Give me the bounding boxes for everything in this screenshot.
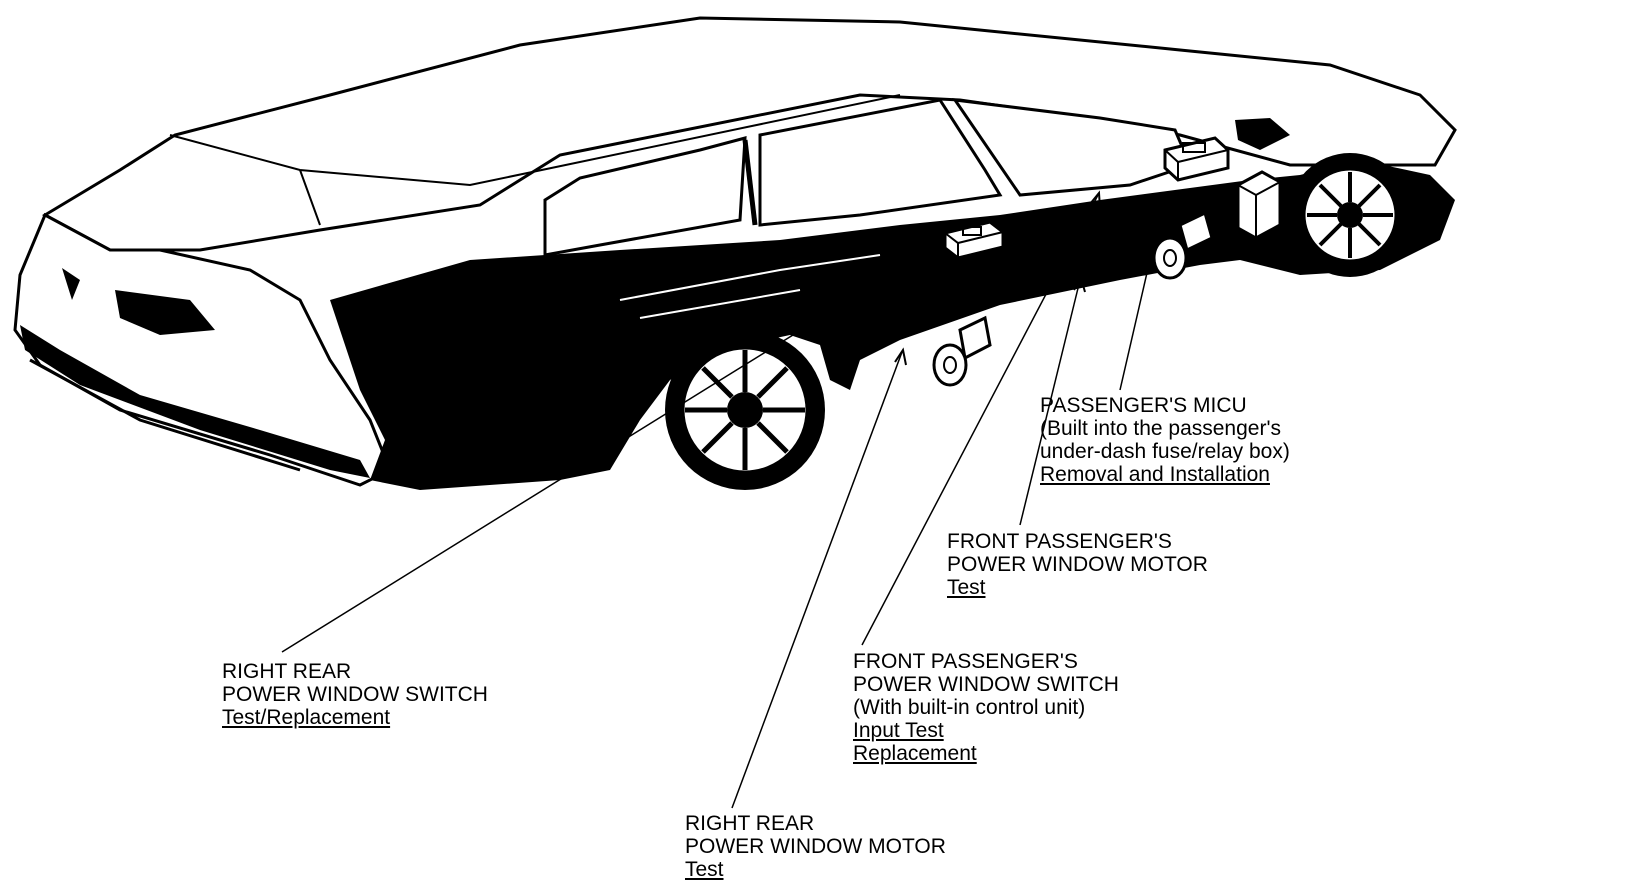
front-passenger-power-window-switch-callout: FRONT PASSENGER'S POWER WINDOW SWITCH (W… bbox=[853, 650, 1119, 765]
right-rear-motor-label-line1: RIGHT REAR bbox=[685, 812, 946, 835]
right-rear-switch-label-line1: RIGHT REAR bbox=[222, 660, 488, 683]
right-rear-power-window-motor-callout: RIGHT REAR POWER WINDOW MOTOR Test bbox=[685, 812, 946, 881]
front-passenger-switch-replacement-link[interactable]: Replacement bbox=[853, 742, 1119, 765]
front-passenger-switch-label-line2: POWER WINDOW SWITCH bbox=[853, 673, 1119, 696]
front-wheel bbox=[1288, 153, 1412, 277]
right-rear-switch-test-replacement-link[interactable]: Test/Replacement bbox=[222, 706, 488, 729]
front-passenger-switch-label-line1: FRONT PASSENGER'S bbox=[853, 650, 1119, 673]
front-passenger-switch-label-line3: (With built-in control unit) bbox=[853, 696, 1119, 719]
window-pillar bbox=[745, 140, 755, 225]
rear-door-window bbox=[760, 100, 1000, 225]
passenger-micu-removal-installation-link[interactable]: Removal and Installation bbox=[1040, 463, 1290, 486]
passenger-micu-description-line1: (Built into the passenger's bbox=[1040, 417, 1290, 440]
right-rear-motor-test-link[interactable]: Test bbox=[685, 858, 946, 881]
passenger-micu-callout: PASSENGER'S MICU (Built into the passeng… bbox=[1040, 394, 1290, 486]
rear-wheel bbox=[665, 330, 825, 490]
right-rear-power-window-switch-callout: RIGHT REAR POWER WINDOW SWITCH Test/Repl… bbox=[222, 660, 488, 729]
front-passenger-power-window-switch-icon bbox=[1238, 172, 1280, 238]
passenger-micu-title: PASSENGER'S MICU bbox=[1040, 394, 1290, 417]
right-rear-power-window-motor-icon bbox=[934, 318, 990, 385]
front-passenger-motor-label-line2: POWER WINDOW MOTOR bbox=[947, 553, 1208, 576]
right-rear-motor-label-line2: POWER WINDOW MOTOR bbox=[685, 835, 946, 858]
front-passenger-motor-label-line1: FRONT PASSENGER'S bbox=[947, 530, 1208, 553]
front-passenger-switch-input-test-link[interactable]: Input Test bbox=[853, 719, 1119, 742]
front-passenger-power-window-motor-callout: FRONT PASSENGER'S POWER WINDOW MOTOR Tes… bbox=[947, 530, 1208, 599]
rear-hatch bbox=[15, 215, 390, 485]
front-passenger-motor-test-link[interactable]: Test bbox=[947, 576, 1208, 599]
rear-quarter-window bbox=[545, 138, 745, 255]
right-rear-switch-label-line2: POWER WINDOW SWITCH bbox=[222, 683, 488, 706]
passenger-micu-description-line2: under-dash fuse/relay box) bbox=[1040, 440, 1290, 463]
